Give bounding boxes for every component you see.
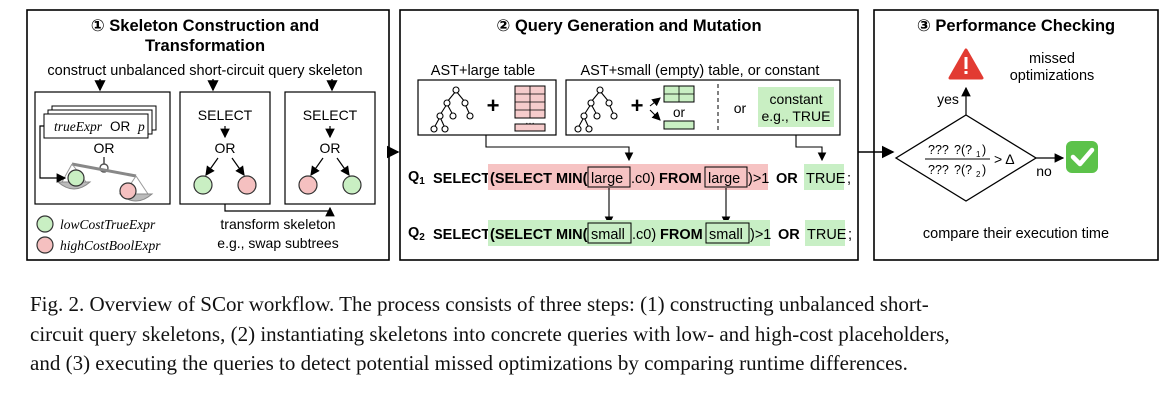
svg-text:1: 1 — [976, 150, 981, 159]
true-expr-p: p — [137, 119, 145, 134]
or-label-a: OR — [215, 140, 236, 156]
q2-or: OR — [778, 227, 800, 243]
legend-green-label: lowCostTrueExpr — [60, 217, 156, 232]
figure-caption: Fig. 2. Overview of SCor workflow. The p… — [30, 290, 1150, 379]
plus-sign-large: + — [487, 93, 500, 118]
q2-highlight — [488, 220, 770, 246]
ast-tree-icon-large — [430, 86, 474, 133]
ast-tree-icon-small — [574, 86, 618, 133]
svg-text:…: … — [525, 116, 535, 127]
caption-line1: Fig. 2. Overview of SCor workflow. The p… — [30, 292, 929, 316]
q2-select: SELECT — [433, 227, 490, 243]
empty-table-icon — [663, 120, 695, 130]
transform-line2: e.g., swap subtrees — [217, 235, 338, 251]
q1-large-a: large — [591, 171, 623, 187]
workflow-diagram: ① Skeleton Construction and Transformati… — [26, 9, 1159, 261]
svg-text:???: ??? — [928, 163, 949, 177]
svg-text:?(?: ?(? — [954, 143, 972, 157]
large-table-icon: … — [514, 85, 546, 132]
caption-line3: and (3) executing the queries to detect … — [30, 351, 908, 375]
construct-label: construct unbalanced short-circuit query… — [47, 63, 362, 79]
q2-true: TRUE — [807, 227, 847, 243]
panel-performance — [873, 9, 1159, 261]
constant-box — [758, 87, 834, 127]
high-cost-node — [119, 182, 137, 200]
select-label-a: SELECT — [198, 107, 253, 123]
missed-line1: missed — [1029, 51, 1075, 67]
small-table-icon — [663, 85, 695, 103]
missed-line2: optimizations — [1010, 68, 1095, 84]
panel2-title: ② Query Generation and Mutation — [496, 17, 761, 35]
constant-line1: constant — [770, 91, 823, 107]
decision-diamond — [894, 114, 1038, 202]
svg-text:2: 2 — [976, 170, 981, 179]
select-label-b: SELECT — [303, 107, 358, 123]
q1-col: .c0) — [631, 171, 655, 187]
or-node-label: OR — [94, 140, 115, 156]
q1-select: SELECT — [433, 171, 490, 187]
svg-text:): ) — [982, 163, 986, 177]
q1-large-b: large — [708, 171, 740, 187]
svg-text:???: ??? — [928, 143, 949, 157]
transform-line1: transform skeleton — [220, 216, 335, 232]
panel1-title-line2: Transformation — [145, 37, 265, 55]
q1-highlight — [488, 164, 768, 190]
or-label-b: OR — [320, 140, 341, 156]
svg-text:?(?: ?(? — [954, 163, 972, 177]
skeleton-box-unbalanced — [34, 91, 171, 205]
check-icon — [1066, 141, 1098, 173]
q1-select-min: (SELECT MIN( — [490, 171, 588, 187]
legend-pink-label: highCostBoolExpr — [60, 238, 161, 253]
q1-or: OR — [776, 171, 798, 187]
q2-small-b: small — [709, 227, 743, 243]
time-ratio-formula: ??? ?(? 1 ) ??? ?(? 2 ) — [925, 143, 990, 179]
q2-from: FROM — [660, 227, 703, 243]
q2-select-min: (SELECT MIN( — [490, 227, 588, 243]
no-label: no — [1036, 163, 1052, 179]
svg-text:): ) — [982, 143, 986, 157]
q2-label: Q2 — [408, 225, 425, 243]
true-expr-label: trueExpr — [54, 119, 103, 134]
q1-from: FROM — [659, 171, 702, 187]
or-mid-label: or — [734, 100, 747, 116]
constant-line2: e.g., TRUE — [762, 108, 831, 124]
q1-true: TRUE — [806, 171, 846, 187]
q1-semi: ; — [847, 171, 851, 187]
q2-small-a: small — [591, 227, 625, 243]
q2-semi: ; — [848, 227, 852, 243]
panel3-title: ③ Performance Checking — [917, 17, 1115, 35]
caption-line2: circuit query skeletons, (2) instantiati… — [30, 321, 950, 346]
condition-gt: > Δ — [994, 151, 1015, 167]
ast-large-label: AST+large table — [431, 63, 535, 79]
true-expr-or: OR — [110, 119, 131, 134]
q2-gt: )>1 — [750, 227, 771, 243]
ast-small-label: AST+small (empty) table, or constant — [581, 63, 820, 79]
legend-pink-dot — [36, 236, 54, 254]
q2-col: .c0) — [632, 227, 656, 243]
legend-green-dot — [36, 215, 54, 233]
plus-sign-small: + — [631, 93, 644, 118]
or-small-label: or — [673, 105, 686, 120]
panel1-title-line1: ① Skeleton Construction and — [91, 17, 320, 35]
ast-small-box — [565, 79, 841, 136]
panel-skeleton — [26, 9, 390, 261]
low-cost-node — [67, 169, 85, 187]
panel-query-generation — [399, 9, 859, 261]
q1-label: Q1 — [408, 169, 425, 187]
ast-large-box — [417, 79, 557, 136]
yes-label: yes — [937, 91, 959, 107]
skeleton-box-swapped — [284, 91, 376, 205]
warning-icon — [948, 48, 984, 80]
q1-gt: )>1 — [748, 171, 769, 187]
compare-label: compare their execution time — [923, 226, 1109, 242]
